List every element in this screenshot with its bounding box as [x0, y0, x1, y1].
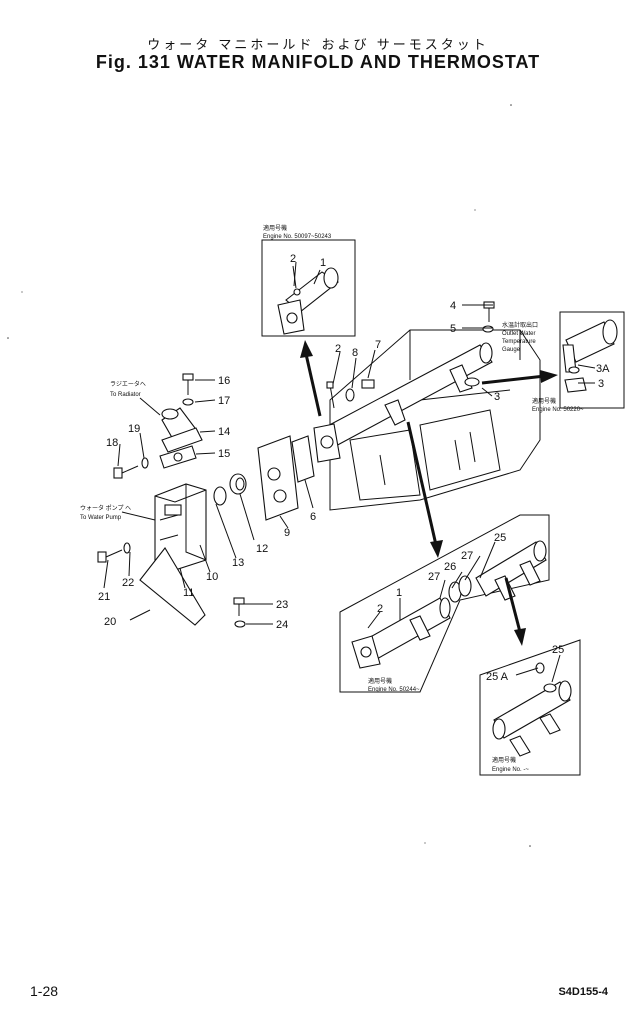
leader-lines [103, 261, 596, 683]
inset-bottom [479, 639, 581, 776]
arrow-to-bottom-inset [504, 577, 526, 646]
callout-9: 9 [284, 527, 290, 539]
inset-top-jp: 適用号機 [263, 224, 287, 232]
washer-19 [141, 457, 149, 469]
note-radiator-en: To Radiator [110, 392, 141, 398]
washer-24 [234, 620, 246, 628]
note-radiator-jp: ラジエータへ [110, 380, 146, 388]
bolt-16 [182, 373, 194, 395]
scan-specks [7, 104, 531, 847]
gasket-14 [161, 427, 203, 453]
bolt-23 [233, 597, 245, 616]
inset-bottom-engine: Engine No. -~ [492, 767, 529, 773]
note-gauge-en2: Temperature [502, 339, 536, 345]
callout-2-mid: 2 [377, 603, 383, 615]
callout-12: 12 [256, 543, 268, 555]
bracket-20 [139, 547, 206, 626]
callout-3a: 3A [596, 363, 610, 375]
callout-7: 7 [375, 339, 381, 351]
callout-3-main: 3 [494, 391, 500, 403]
note-pump-jp: ウォータ ポンプ へ [80, 504, 131, 512]
note-pump-en: To Water Pump [80, 515, 122, 521]
callout-24: 24 [276, 619, 288, 631]
callout-20: 20 [104, 616, 116, 628]
page-number: 1-28 [30, 983, 59, 999]
washer-17 [182, 398, 194, 406]
pump-arrow [121, 511, 156, 521]
callout-17: 17 [218, 395, 230, 407]
callout-14: 14 [218, 426, 230, 438]
gasket-15 [159, 445, 197, 469]
callout-22: 22 [122, 577, 134, 589]
inset-middle [339, 514, 550, 693]
inset-top [261, 239, 356, 337]
callout-16: 16 [218, 375, 230, 387]
callout-25-bottom: 25 [552, 644, 564, 656]
inset-middle-engine: Engine No. 50244~ [368, 687, 420, 693]
callout-18: 18 [106, 437, 118, 449]
inset-right-engine: Engine No. 50220~ [532, 407, 584, 413]
washer-22 [123, 542, 131, 554]
seal-13 [213, 486, 227, 506]
callout-25a: 25 A [486, 671, 509, 683]
thermostat-12 [229, 473, 247, 495]
figure-title-japanese: ウォータ マニホールド および サーモスタット [147, 38, 489, 53]
callout-3-right: 3 [598, 378, 604, 390]
inset-bottom-jp: 適用号機 [492, 756, 516, 764]
inset-middle-jp: 適用号機 [368, 677, 392, 685]
washer-5 [482, 325, 494, 333]
callout-5: 5 [450, 323, 456, 335]
callout-21: 21 [98, 591, 110, 603]
callout-15: 15 [218, 448, 230, 460]
callout-26: 26 [444, 561, 456, 573]
figure-title: Fig. 131 WATER MANIFOLD AND THERMOSTAT [95, 52, 541, 72]
callout-10: 10 [206, 571, 218, 583]
gasket-6 [291, 435, 315, 483]
plug-8 [345, 388, 355, 402]
inset-top-engine: Engine No. 50097~50243 [263, 234, 332, 240]
bolt-21 [97, 549, 123, 563]
document-code: S4D155-4 [558, 986, 608, 998]
callout-4: 4 [450, 300, 456, 312]
callout-23: 23 [276, 599, 288, 611]
plug-7 [361, 379, 375, 389]
callout-19: 19 [128, 423, 140, 435]
bolt-18 [113, 465, 139, 479]
arrow-to-middle-inset [406, 421, 443, 558]
thermostat-housing [154, 483, 207, 571]
callout-27b: 27 [428, 571, 440, 583]
water-manifold [313, 342, 493, 463]
callout-2-main: 2 [335, 343, 341, 355]
inset-right-jp: 適用号機 [532, 397, 556, 405]
arrow-to-top-inset [300, 340, 322, 417]
callout-13: 13 [232, 557, 244, 569]
callout-27a: 27 [461, 550, 473, 562]
arrow-to-right-inset [481, 370, 558, 385]
callout-25-mid: 25 [494, 532, 506, 544]
radiator-arrow [139, 397, 161, 416]
callout-11: 11 [183, 587, 194, 599]
callout-1-top: 1 [320, 257, 326, 269]
thermostat-case-9 [257, 435, 299, 521]
callout-2-top: 2 [290, 253, 296, 265]
callout-6: 6 [310, 511, 316, 523]
note-gauge-en1: Outlet Water [502, 331, 535, 337]
stud-2-main [326, 381, 335, 409]
callout-8: 8 [352, 347, 358, 359]
inset-right [559, 311, 625, 409]
callout-1-mid: 1 [396, 587, 402, 599]
note-gauge-en3: Gauge [502, 347, 521, 353]
note-gauge-jp: 水温計取出口 [502, 321, 538, 329]
